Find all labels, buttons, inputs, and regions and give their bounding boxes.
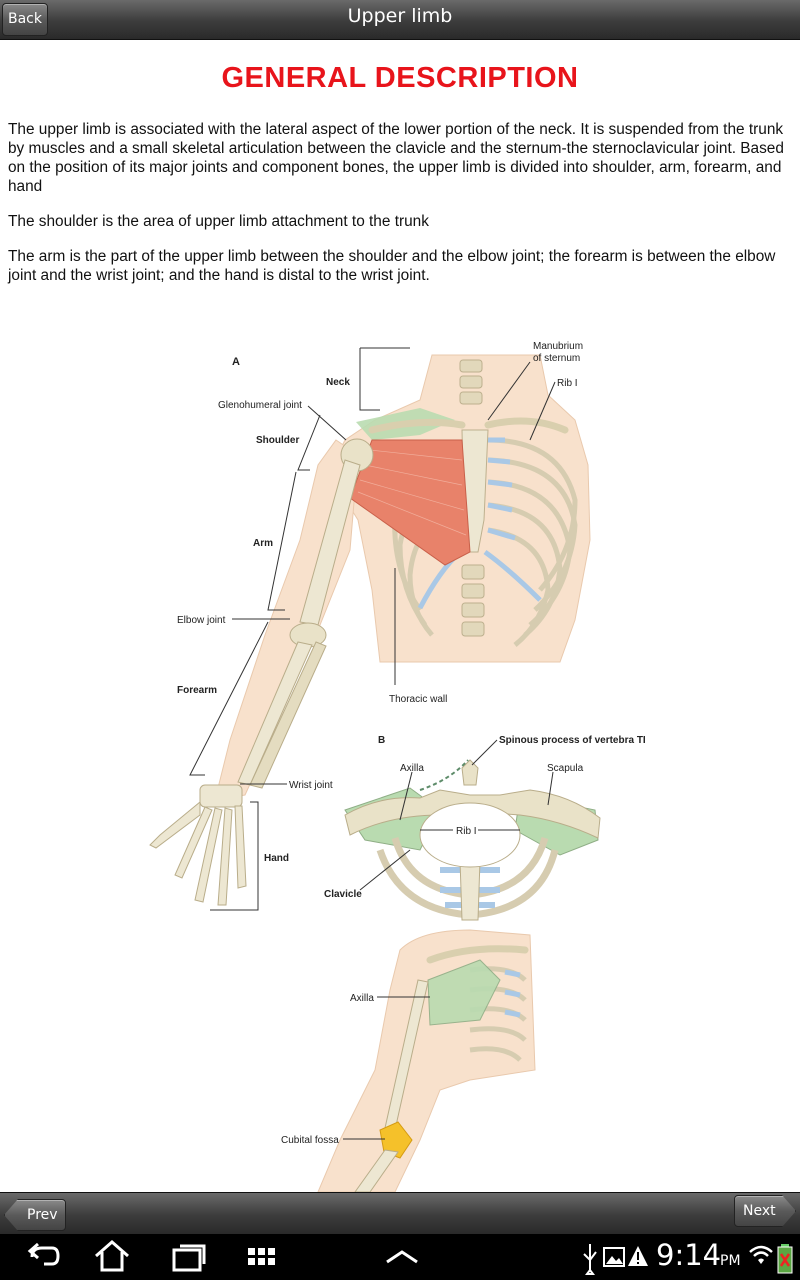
label-rib-i-a: Rib I — [557, 378, 578, 389]
section-heading: GENERAL DESCRIPTION — [221, 62, 579, 94]
label-neck: Neck — [326, 377, 350, 388]
label-hand: Hand — [264, 853, 289, 864]
battery-icon — [777, 1244, 793, 1274]
image-icon — [603, 1247, 625, 1267]
label-rib-i-b: Rib I — [456, 826, 477, 837]
content-area[interactable]: GENERAL DESCRIPTION The upper limb is as… — [0, 40, 800, 1192]
paragraph-2: The shoulder is the area of upper limb a… — [8, 213, 429, 230]
warning-icon — [628, 1246, 648, 1266]
clavicle-b — [344, 789, 601, 839]
clock-ampm: PM — [720, 1253, 741, 1269]
clavicle-a-right — [484, 417, 569, 434]
spine — [459, 359, 485, 637]
fig-label-b: B — [378, 735, 385, 746]
next-button[interactable]: Next — [734, 1195, 796, 1227]
bottom-nav-bar: Prev Next — [0, 1192, 800, 1234]
sternum-b — [459, 859, 481, 921]
label-glenohumeral: Glenohumeral joint — [218, 400, 302, 411]
spinous-process — [461, 759, 479, 786]
label-manubrium-2: of sternum — [533, 353, 580, 364]
ulna — [249, 641, 327, 789]
rib-cage — [392, 437, 578, 647]
clock-time: 9:14 — [656, 1238, 722, 1272]
label-elbow-joint: Elbow joint — [177, 615, 226, 626]
usb-icon — [583, 1244, 597, 1275]
label-scapula: Scapula — [547, 763, 584, 774]
label-shoulder: Shoulder — [256, 435, 299, 446]
label-clavicle: Clavicle — [324, 889, 362, 900]
forearm-c — [354, 1149, 399, 1192]
label-forearm: Forearm — [177, 685, 217, 696]
back-button[interactable]: Back — [2, 3, 48, 36]
bracket-lines-b — [359, 739, 554, 891]
bracket-lines — [189, 347, 556, 911]
clavicle-c — [426, 945, 529, 964]
dashed-line — [419, 759, 469, 791]
label-wrist-joint: Wrist joint — [289, 780, 333, 791]
label-manubrium-1: Manubrium — [533, 341, 583, 352]
recent-apps-icon[interactable] — [168, 1234, 212, 1280]
cubital-fossa-area — [379, 1121, 413, 1159]
hand-bones — [149, 784, 247, 906]
paragraph-1: The upper limb is associated with the la… — [8, 121, 784, 195]
wifi-icon — [749, 1245, 773, 1264]
label-axilla-b: Axilla — [400, 763, 424, 774]
home-icon[interactable] — [90, 1234, 134, 1280]
title-bar: Back Upper limb — [0, 0, 800, 40]
grid-icon[interactable] — [246, 1234, 286, 1280]
bracket-lines-c — [343, 996, 430, 1140]
up-chevron-icon[interactable] — [382, 1234, 422, 1280]
back-icon[interactable] — [18, 1234, 62, 1280]
anatomy-figure: A Manubrium of sternum Neck Rib I Glenoh… — [149, 341, 646, 1192]
cartilage-c — [504, 969, 521, 1018]
fig-label-a: A — [232, 356, 240, 368]
page-title: Upper limb — [347, 5, 453, 27]
rib-opening — [419, 802, 521, 868]
paragraph-3: The arm is the part of the upper limb be… — [8, 248, 776, 284]
label-arm: Arm — [253, 538, 273, 549]
label-spinous: Spinous process of vertebra TI — [499, 735, 646, 746]
label-thoracic-wall: Thoracic wall — [389, 694, 447, 705]
axilla-highlight — [427, 959, 501, 1026]
label-cubital-fossa: Cubital fossa — [281, 1135, 339, 1146]
clavicle-a — [368, 418, 466, 434]
label-axilla-c: Axilla — [350, 993, 374, 1004]
system-bar: 9:14 PM — [0, 1234, 800, 1280]
prev-button[interactable]: Prev — [4, 1199, 66, 1231]
